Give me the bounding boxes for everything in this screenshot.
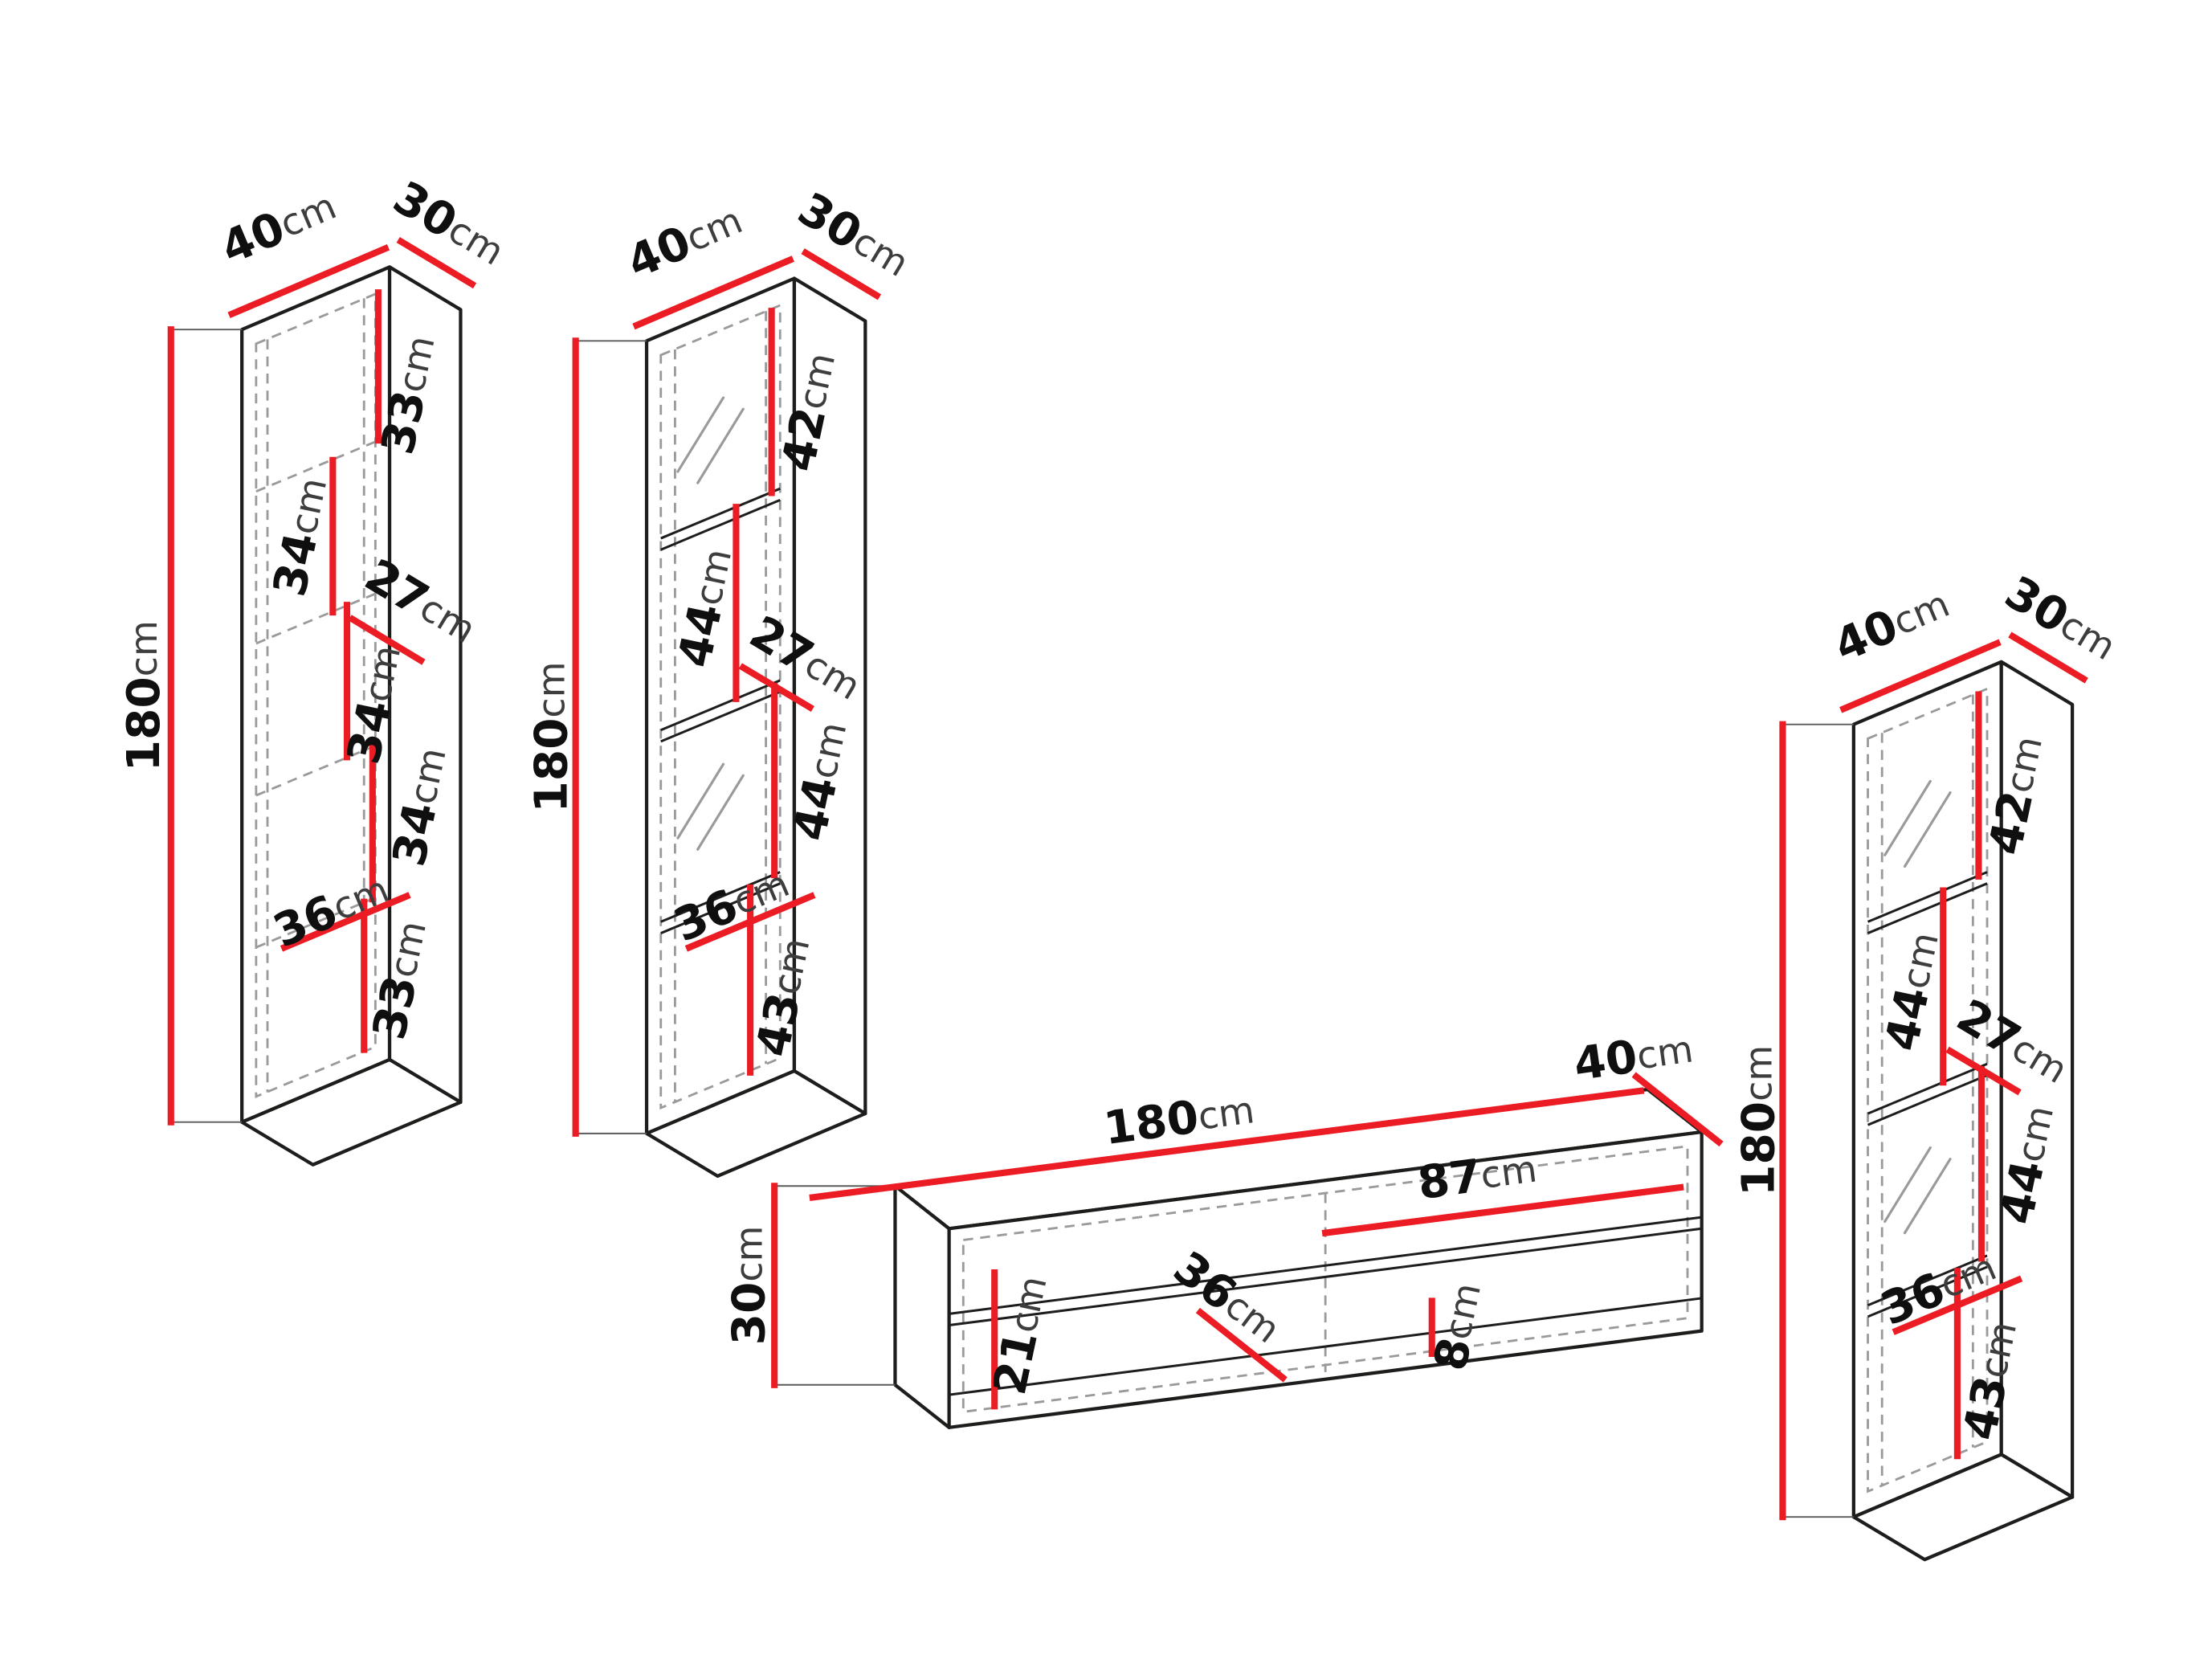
dimension-unit: cm: [122, 620, 165, 676]
dimension-unit: cm: [1737, 1045, 1780, 1101]
cabinet3-depth-dimension-line: [2008, 631, 2088, 684]
cabinet2-glass-pane-marks-top: [676, 396, 745, 484]
cabinet2-bottom-face: [644, 1069, 867, 1179]
cabinet2-section4-label: 43cm: [746, 934, 822, 1061]
cabinet3-width-label: 40cm: [1826, 577, 1957, 672]
dimension-value: 21: [983, 1326, 1048, 1400]
display-cabinet-2: 40cm 30cm 180cm 42cm 44cm 27cm 44cm 36cm…: [525, 182, 918, 1179]
dimension-value: 42: [1978, 787, 2043, 860]
display-cabinet-3: 40cm 30cm 180cm 42cm 44cm 27cm 44cm 36cm…: [1732, 566, 2125, 1562]
dimension-value: 34: [382, 798, 447, 871]
dimension-value: 44: [668, 599, 733, 672]
cabinet2-width-label: 40cm: [619, 194, 750, 289]
tvstand-shelf-front-edge: [949, 1216, 1702, 1327]
dimension-unit: cm: [1478, 1146, 1539, 1197]
wall-cabinet-1: 40cm 30cm 180cm 33cm 34cm 27cm 34cm 34cm…: [117, 171, 514, 1167]
cabinet3-hidden-frame: [1867, 687, 1989, 1494]
cabinet2-section1-label: 42cm: [772, 348, 848, 476]
dimension-value: 34: [337, 696, 402, 769]
cabinet1-shelf-line-3: [255, 744, 376, 797]
dimension-value: 44: [1875, 983, 1940, 1056]
dimension-value: 34: [263, 528, 329, 601]
dimension-value: 33: [371, 386, 436, 459]
cabinet1-section2-label: 34cm: [263, 473, 340, 601]
tvstand-side-face: [893, 1184, 951, 1429]
cabinet2-width-dimension-line: [632, 255, 794, 330]
dimension-value: 180: [117, 676, 170, 771]
dimension-unit: cm: [1195, 1088, 1256, 1138]
cabinet1-shelf-line-1: [255, 440, 376, 493]
cabinet2-shelf-line-2: [660, 679, 781, 743]
cabinet1-height-label: 180cm: [117, 620, 170, 771]
dimension-value: 87: [1414, 1150, 1484, 1211]
dimension-value: 43: [746, 988, 811, 1061]
cabinet2-depth-label: 30cm: [789, 182, 918, 289]
cabinet3-width-dimension-line: [1839, 639, 2002, 713]
tvstand-shelf-width-line: [1321, 1183, 1684, 1237]
cabinet2-section3-label: 44cm: [783, 717, 859, 845]
cabinet1-width-dimension-line: [227, 244, 390, 319]
cabinet3-height-label: 180cm: [1732, 1045, 1785, 1196]
tvstand-height-label: 30cm: [722, 1226, 775, 1346]
cabinet1-shelf-line-2: [255, 592, 376, 645]
dimension-value: 180: [1100, 1090, 1202, 1155]
tvstand-length-dimension-line: [809, 1087, 1645, 1201]
cabinet3-bottom-face: [1851, 1453, 2075, 1562]
dimension-value: 42: [772, 403, 837, 476]
cabinet3-depth-label: 30cm: [1996, 566, 2125, 672]
cabinet3-glass-pane-marks-bottom: [1883, 1146, 1952, 1235]
tvstand-shelf-width-label: 87cm: [1414, 1142, 1540, 1210]
cabinet2-depth-dimension-line: [801, 248, 882, 300]
cabinet3-shelf-line-1: [1867, 871, 1988, 934]
dimension-value: 180: [1732, 1101, 1785, 1196]
dimension-unit: cm: [727, 1226, 770, 1282]
cabinet2-glass-pane-marks-bottom: [676, 762, 745, 851]
cabinet1-inner-depth-line: [348, 615, 426, 665]
tvstand-bottom-panel-edge: [949, 1297, 1702, 1396]
cabinet2-shelf-line-3: [660, 871, 781, 934]
cabinet1-hidden-frame: [255, 292, 377, 1099]
cabinet1-shelf-line-4: [255, 897, 376, 949]
dimension-value: 44: [783, 772, 848, 845]
cabinet1-inner-width-line: [280, 892, 411, 952]
tvstand-gap-height-label: 8cm: [1424, 1278, 1494, 1375]
cabinet3-section3-label: 44cm: [1990, 1101, 2067, 1228]
tvstand-length-label: 180cm: [1100, 1083, 1257, 1155]
dimension-unit: cm: [530, 662, 573, 718]
dimension-value: 40: [1571, 1030, 1641, 1091]
cabinet3-glass-pane-marks-top: [1883, 779, 1952, 868]
cabinet1-bottom-face: [240, 1057, 463, 1167]
cabinet1-width-label: 40cm: [214, 179, 345, 275]
dimension-value: 30: [722, 1282, 775, 1346]
cabinet2-hidden-frame: [659, 303, 782, 1110]
dimension-value: 33: [362, 971, 427, 1044]
cabinet1-section4-label: 34cm: [382, 743, 459, 871]
cabinet3-shelf-line-3: [1867, 1254, 1988, 1318]
tvstand-depth-label: 40cm: [1571, 1022, 1696, 1091]
tvstand-inner-depth-line: [1195, 1307, 1288, 1383]
cabinet3-shelf-line-2: [1867, 1062, 1988, 1126]
dimension-value: 44: [1990, 1156, 2055, 1229]
cabinet1-depth-dimension-line: [396, 236, 477, 289]
tvstand-hidden-frame: [961, 1145, 1689, 1413]
cabinet1-depth-label: 30cm: [385, 171, 514, 278]
cabinet2-height-label: 180cm: [525, 662, 578, 813]
tvstand-depth-dimension-line: [1631, 1072, 1724, 1147]
cabinet3-section2-label: 44cm: [1875, 927, 1951, 1055]
cabinet1-section1-label: 33cm: [371, 331, 447, 459]
dimension-value: 180: [525, 718, 578, 813]
cabinet2-shelf-line-1: [660, 487, 781, 551]
dimension-unit: cm: [1634, 1027, 1696, 1077]
tv-stand: 180cm 40cm 30cm 87cm 21cm 36cm 8cm: [722, 1022, 1724, 1429]
dimension-value: 43: [1953, 1371, 2018, 1444]
cabinet2-section2-label: 44cm: [668, 544, 745, 672]
